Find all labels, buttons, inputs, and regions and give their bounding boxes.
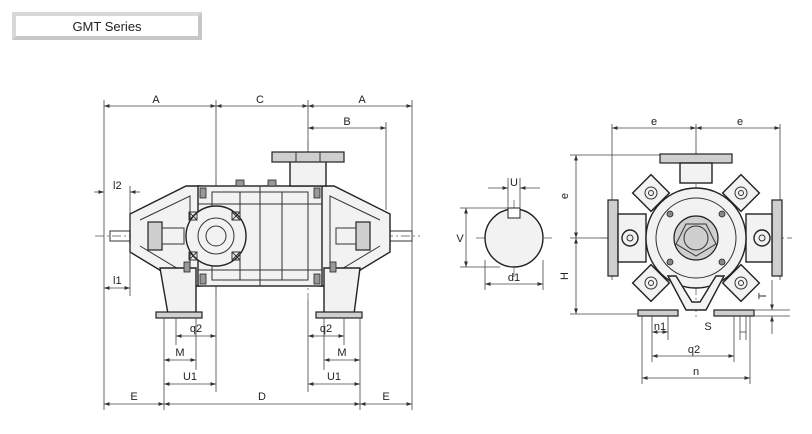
dim-label-H: H [559, 272, 571, 280]
dim-label-n: n [693, 366, 699, 378]
series-title: GMT Series [72, 18, 142, 34]
dim-label-E-right: E [382, 391, 389, 403]
dim-label-e-vertical: e [559, 193, 571, 199]
dim-label-d1: d1 [508, 272, 520, 284]
dim-label-E-left: E [130, 391, 137, 403]
series-badge: GMT Series [12, 12, 202, 40]
dim-label-V: V [456, 233, 464, 245]
dim-label-l2: l2 [113, 180, 122, 192]
side-view: A C A B l2 l1 q2 q2 M M U1 U1 E D E [94, 94, 420, 410]
dim-label-q2-right: q2 [320, 323, 332, 335]
dim-label-q2-end: q2 [688, 344, 700, 356]
dim-label-n1: n1 [654, 321, 666, 333]
dim-label-M-left: M [175, 347, 184, 359]
dim-label-B: B [343, 116, 350, 128]
dim-label-T: T [757, 292, 769, 299]
dim-label-l1: l1 [113, 275, 122, 287]
dim-label-A-right: A [358, 94, 366, 106]
dim-label-q2-left: q2 [190, 323, 202, 335]
dim-label-U1-left: U1 [183, 371, 197, 383]
dim-label-C: C [256, 94, 264, 106]
dim-label-M-right: M [337, 347, 346, 359]
dim-label-S: S [704, 321, 711, 333]
dim-label-e-right: e [737, 116, 743, 128]
dim-label-e-left: e [651, 116, 657, 128]
end-view: e e e H T n1 S q2 n [559, 116, 792, 384]
shaft-section-view: U V d1 [456, 177, 552, 290]
dim-label-U1-right: U1 [327, 371, 341, 383]
dim-label-U: U [510, 177, 518, 189]
dim-label-D: D [258, 391, 266, 403]
dim-label-A-left: A [152, 94, 160, 106]
